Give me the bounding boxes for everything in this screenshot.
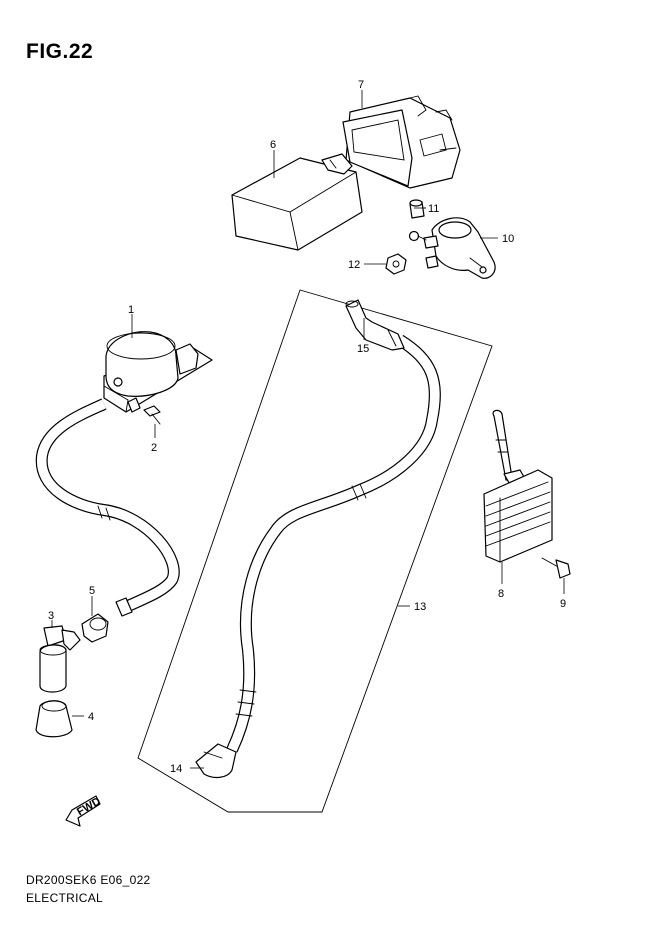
- part-ignition-coil: [103, 331, 213, 413]
- kit-outline: [137, 289, 493, 813]
- part-relay-holder: [342, 95, 461, 189]
- part-bolt-9: [541, 557, 571, 579]
- callout-10: 10: [502, 233, 514, 245]
- callout-1: 1: [128, 304, 134, 316]
- callout-3: 3: [48, 610, 54, 622]
- part-coil-lead: [35, 398, 180, 617]
- diagram-code: DR200SEK6 E06_022: [26, 873, 151, 887]
- diagram-name: ELECTRICAL: [26, 891, 104, 905]
- callout-9: 9: [560, 598, 566, 610]
- leader-lines: [51, 90, 565, 769]
- part-fuse: [409, 199, 425, 219]
- callout-2: 2: [151, 442, 157, 454]
- part-terminal: [345, 299, 405, 351]
- callout-5: 5: [89, 585, 95, 597]
- callout-4: 4: [88, 711, 94, 723]
- callout-11: 11: [428, 203, 439, 215]
- callout-14: 14: [170, 763, 182, 775]
- part-nut: [385, 253, 407, 275]
- callout-numbers: 1 2 3 4 5 6 7 8 9 10 11 12 13 14 15: [48, 79, 566, 775]
- part-control-unit: [231, 153, 363, 251]
- callout-7: 7: [358, 79, 364, 91]
- figure-title: FIG.22: [26, 40, 94, 63]
- callout-12: 12: [348, 259, 360, 271]
- callout-8: 8: [498, 588, 504, 600]
- part-screw-2: [143, 405, 161, 425]
- part-plug-cap: [39, 625, 81, 693]
- callout-15: 15: [357, 343, 369, 355]
- part-plug-lead: [226, 334, 441, 753]
- part-plug-boot: [195, 743, 237, 779]
- part-regulator: [483, 409, 553, 563]
- part-starter-relay: [408, 217, 496, 279]
- fwd-arrow-icon: FWD: [65, 795, 103, 827]
- callout-6: 6: [270, 139, 276, 151]
- part-cap-5: [81, 613, 109, 643]
- part-cover: [35, 700, 73, 738]
- callout-13: 13: [414, 601, 426, 613]
- fwd-label: FWD: [75, 795, 103, 818]
